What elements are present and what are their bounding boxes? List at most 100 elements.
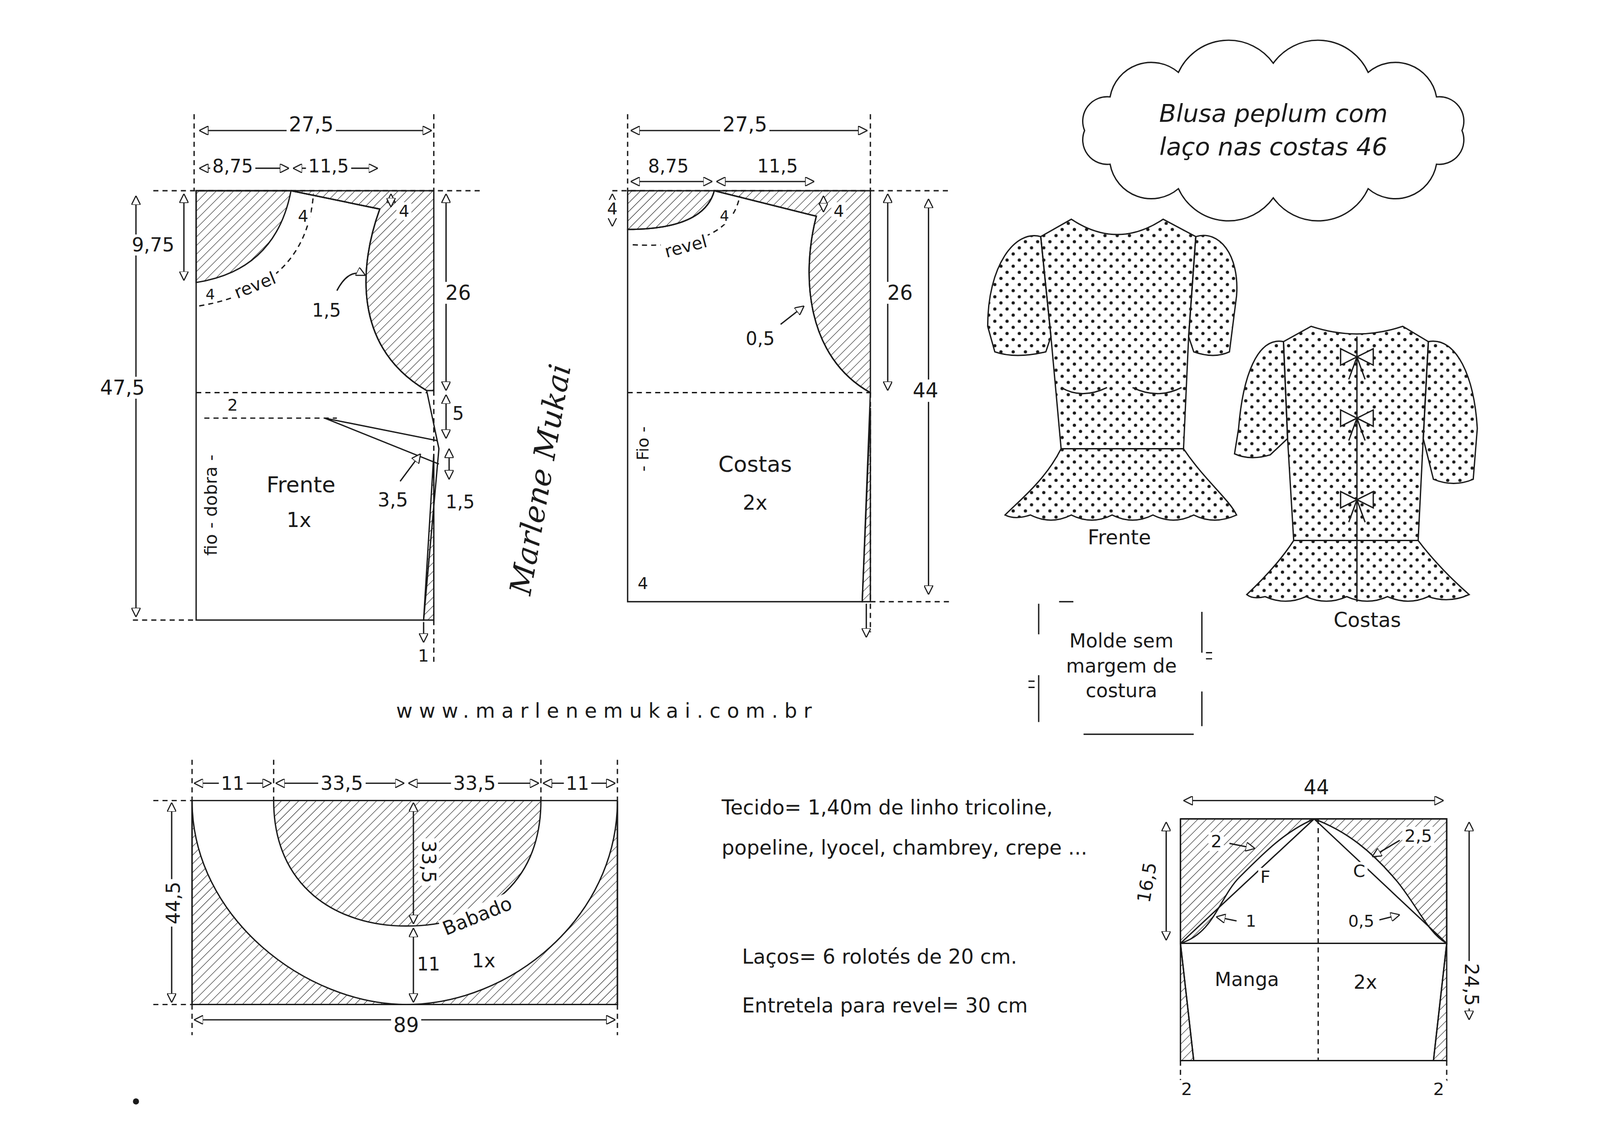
piece-outline xyxy=(196,190,440,621)
dimension-label: 1 xyxy=(1243,912,1259,931)
piece-name: Babado xyxy=(438,892,517,941)
dimension-label: 4 xyxy=(831,202,847,221)
dimension-label: 1,5 xyxy=(443,491,478,513)
facing-label: revel xyxy=(660,231,712,262)
dimension-label: 11 xyxy=(414,954,443,975)
dimension-label: 1,5 xyxy=(309,300,344,321)
material-note: Entretela para revel= 30 cm xyxy=(739,985,1153,1026)
illustration-label: Frente xyxy=(1085,526,1154,549)
dimension-label: 4 xyxy=(717,208,732,225)
piece-name: 1x xyxy=(284,509,314,532)
dimension-label: 89 xyxy=(391,1014,422,1037)
dimension-label: 11 xyxy=(218,773,247,794)
piece-outline xyxy=(192,800,618,1005)
piece-name: 1x xyxy=(470,950,498,972)
leader-line xyxy=(1379,915,1401,921)
piece-name: Manga xyxy=(1213,968,1282,990)
guide-line xyxy=(627,392,871,394)
dimension-line xyxy=(390,193,392,208)
bow-tie xyxy=(1349,356,1366,523)
dimension-label: 33,5 xyxy=(450,773,499,795)
peplum xyxy=(1004,448,1237,520)
guide-line xyxy=(153,759,618,1036)
guide-line xyxy=(1180,819,1447,1082)
dimension-label: 33,5 xyxy=(418,838,440,887)
dimension-label: 11,5 xyxy=(305,156,351,177)
dimension-label: 5 xyxy=(449,403,466,424)
dimension-label: 26 xyxy=(443,282,474,304)
guide-line xyxy=(196,392,427,419)
dimension-label: 8,75 xyxy=(645,156,691,177)
grain-label: - Fio - xyxy=(633,423,653,474)
dimension-label: 2 xyxy=(224,396,241,415)
note-bracket xyxy=(1028,601,1213,735)
dimension-label: 8,75 xyxy=(209,156,256,177)
sleeve xyxy=(1188,235,1238,356)
leader-line xyxy=(865,603,868,638)
piece-outline xyxy=(1180,819,1447,1062)
material-note: Laços= 6 rolotés de 20 cm. xyxy=(739,936,1153,978)
construction-line xyxy=(1180,819,1447,944)
ruffle-piece xyxy=(153,759,618,1036)
dimension-label: 4 xyxy=(604,200,620,219)
dimension-label: 24,5 xyxy=(1460,961,1482,1009)
leader-line xyxy=(336,273,366,291)
dimension-line xyxy=(630,180,713,183)
guide-line xyxy=(132,114,480,664)
facing-line xyxy=(199,193,314,307)
piece-name: 2x xyxy=(741,491,770,514)
signature: Marlene Mukai xyxy=(503,359,578,600)
illustration-label: Costas xyxy=(1331,609,1404,632)
dimension-label: 11,5 xyxy=(754,156,800,177)
guide-line xyxy=(612,114,950,633)
leader-line xyxy=(780,306,805,325)
material-note: Tecido= 1,40m de linho tricoline, popeli… xyxy=(719,787,1127,868)
dimension-label: 26 xyxy=(884,282,916,304)
dimension-line xyxy=(1165,822,1167,941)
bow xyxy=(1340,348,1374,508)
sleeve-piece xyxy=(1166,800,1470,1082)
dimension-label: 3,5 xyxy=(375,489,411,511)
armhole-cut xyxy=(714,190,871,393)
dimension-label: 44,5 xyxy=(162,879,184,927)
bodice xyxy=(1040,219,1196,450)
leader-line xyxy=(423,622,425,643)
peplum xyxy=(1246,540,1470,602)
leader-line xyxy=(1216,916,1237,921)
dimension-label: 44 xyxy=(1301,776,1332,799)
leader-line xyxy=(1229,843,1255,849)
dimension-label: 9,75 xyxy=(129,234,178,256)
dimension-line xyxy=(448,448,450,480)
dimension-label: 4 xyxy=(396,202,412,221)
dimension-label: 2,5 xyxy=(1402,827,1435,847)
piece-name: Molde sem margem de costura xyxy=(1048,628,1195,704)
dimension-label: 0,5 xyxy=(743,328,778,349)
dot xyxy=(132,1098,139,1105)
facing-label: revel xyxy=(229,267,282,304)
dimension-label: 1 xyxy=(415,646,432,666)
dimension-line xyxy=(135,195,137,617)
dimension-label: 2 xyxy=(1431,1080,1447,1100)
neck-cut xyxy=(627,190,715,230)
dimension-line xyxy=(412,928,414,1003)
back-piece xyxy=(612,114,950,638)
title-text: Blusa peplum com laço nas costas 46 xyxy=(1134,97,1413,164)
dimension-label: 4 xyxy=(635,574,651,593)
piece-name: Costas xyxy=(716,452,794,477)
neck-cut xyxy=(196,190,292,283)
blouse-back xyxy=(1234,326,1478,602)
leader-line xyxy=(1372,840,1400,858)
armhole-cut xyxy=(291,190,434,391)
sleeve xyxy=(987,235,1051,356)
website: www.marlenemukai.com.br xyxy=(393,700,821,722)
dimension-line xyxy=(183,193,185,281)
front-piece xyxy=(132,114,480,664)
dimension-line xyxy=(412,802,414,925)
side-cut xyxy=(423,454,434,621)
dimension-label: 16,5 xyxy=(1133,858,1161,907)
sleeve-mark: C xyxy=(1350,862,1368,882)
leader-line xyxy=(400,454,421,482)
sleeve xyxy=(1423,341,1478,484)
dimension-label: 11 xyxy=(563,773,592,794)
